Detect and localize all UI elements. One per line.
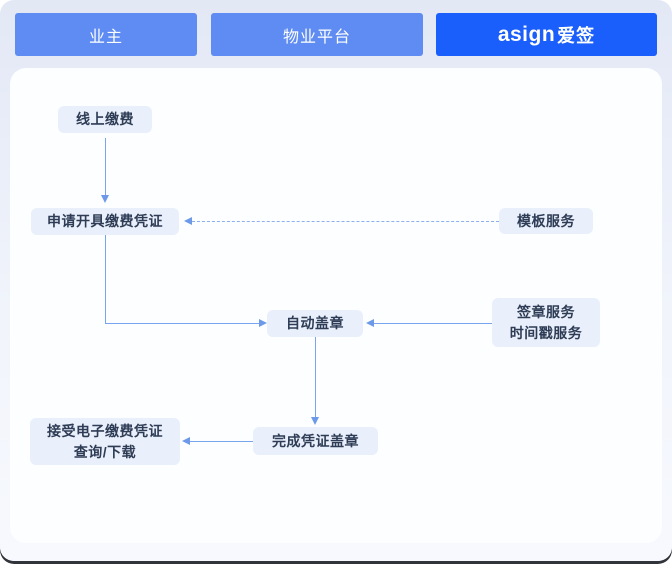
flow-node-apply-voucher: 申请开具缴费凭证 bbox=[31, 208, 179, 235]
flow-node-template-service: 模板服务 bbox=[499, 208, 593, 234]
flow-node-complete-stamp-label: 完成凭证盖章 bbox=[272, 432, 359, 449]
flow-node-receive-voucher: 接受电子缴费凭证 查询/下载 bbox=[30, 418, 180, 465]
brand-logo-cjk: 爱签 bbox=[557, 25, 596, 46]
arrowhead-left-icon bbox=[182, 437, 190, 445]
flow-node-template-service-label: 模板服务 bbox=[517, 212, 575, 229]
connector-complete-to-receive bbox=[190, 441, 253, 442]
connector-auto-stamp-to-complete bbox=[315, 337, 316, 417]
arrowhead-left-icon bbox=[366, 319, 374, 327]
lane-owner: 业主 bbox=[15, 13, 197, 56]
lane-owner-label: 业主 bbox=[88, 28, 123, 46]
lane-property-platform: 物业平台 bbox=[211, 13, 423, 56]
arrowhead-left-icon bbox=[184, 217, 192, 225]
connector-online-payment-to-apply bbox=[105, 138, 106, 195]
flow-node-signature-service-label: 签章服务 bbox=[517, 303, 575, 320]
brand-logo-latin: asign bbox=[497, 22, 556, 46]
arrowhead-right-icon bbox=[259, 319, 267, 327]
flow-node-apply-voucher-label: 申请开具缴费凭证 bbox=[47, 213, 163, 229]
arrowhead-down-icon bbox=[311, 417, 319, 425]
flow-node-signature-timestamp-service: 签章服务 时间戳服务 bbox=[492, 298, 600, 347]
flow-node-online-payment: 线上缴费 bbox=[58, 106, 152, 133]
flow-node-complete-stamp: 完成凭证盖章 bbox=[253, 427, 378, 455]
flow-node-timestamp-service-label: 时间戳服务 bbox=[509, 324, 583, 341]
flowchart-panel: 线上缴费 申请开具缴费凭证 模板服务 自动盖章 签章服务 时间戳服务 完成凭证盖… bbox=[10, 68, 662, 543]
flow-node-auto-stamp-label: 自动盖章 bbox=[286, 315, 344, 331]
lane-asign-brand: asign 爱签 bbox=[436, 13, 657, 56]
connector-apply-to-auto-stamp-vertical bbox=[105, 235, 106, 324]
flow-node-auto-stamp: 自动盖章 bbox=[267, 310, 363, 337]
arrowhead-down-icon bbox=[101, 195, 109, 203]
flow-node-receive-voucher-label-line1: 接受电子缴费凭证 bbox=[47, 422, 163, 439]
connector-signature-service-to-auto-stamp bbox=[374, 323, 492, 324]
flow-node-online-payment-label: 线上缴费 bbox=[76, 111, 134, 127]
flow-node-receive-voucher-label-line2: 查询/下载 bbox=[73, 443, 137, 460]
connector-apply-to-auto-stamp-horizontal bbox=[105, 323, 259, 324]
lane-property-platform-label: 物业平台 bbox=[282, 28, 351, 46]
connector-template-service-to-apply-dashed bbox=[192, 221, 499, 222]
